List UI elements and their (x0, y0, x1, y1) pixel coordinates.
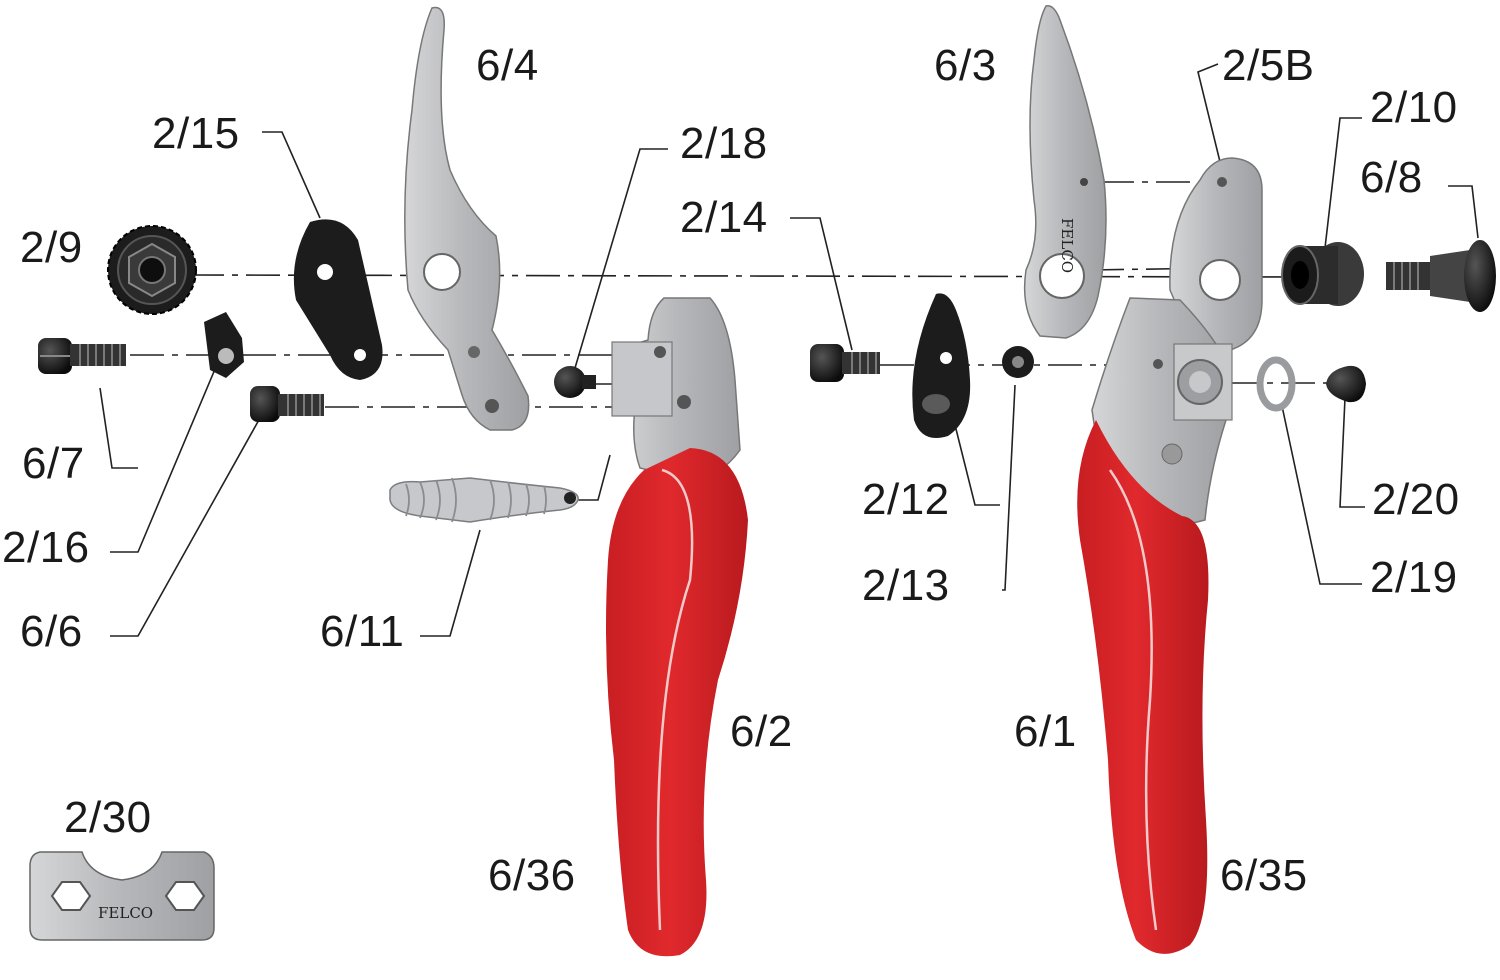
part-2-16-lock-lever (204, 312, 244, 378)
part-6-7-bolt (38, 338, 126, 374)
label-part-2-15: 2/15 (152, 109, 240, 158)
part-2-15-plate (293, 219, 383, 380)
label-part-2-19: 2/19 (1370, 553, 1458, 602)
part-2-10-bushing (1281, 242, 1364, 306)
label-part-6-1: 6/1 (1014, 707, 1077, 756)
label-part-2-9: 2/9 (20, 223, 83, 272)
label-part-6-4: 6/4 (476, 41, 539, 90)
part-6-6-bolt (250, 386, 324, 422)
label-part-6-11: 6/11 (320, 607, 405, 656)
label-part-6-7: 6/7 (22, 439, 85, 488)
part-6-4-blade (404, 6, 530, 431)
label-part-6-35: 6/35 (1220, 851, 1308, 900)
part-2-20-cap (1326, 365, 1366, 403)
part-2-19-ring (1256, 356, 1296, 412)
label-part-2-12: 2/12 (862, 475, 950, 524)
part-6-11-spring (389, 477, 579, 523)
part-6-1-upper-handle (1077, 157, 1263, 954)
wrench-brand-stamp: FELCO (98, 904, 153, 922)
part-2-30-wrench: FELCO (29, 851, 215, 941)
label-part-2-18: 2/18 (680, 119, 768, 168)
label-part-2-16: 2/16 (2, 523, 90, 572)
part-6-2-lower-handle (606, 297, 748, 957)
label-part-2-30: 2/30 (64, 793, 152, 842)
part-2-18-buffer (554, 366, 596, 398)
part-2-13-washer (1002, 346, 1034, 378)
label-part-2-5b: 2/5B (1222, 41, 1315, 90)
part-2-14-bolt (810, 344, 880, 382)
label-part-6-2: 6/2 (730, 707, 793, 756)
part-2-9-adjusting-nut (107, 225, 197, 315)
leader-lines (99, 63, 1479, 637)
part-6-8-pivot-bolt (1386, 240, 1496, 312)
label-part-6-3: 6/3 (934, 41, 997, 90)
label-part-2-20: 2/20 (1372, 475, 1460, 524)
label-part-6-8: 6/8 (1360, 153, 1423, 202)
part-2-12-lock-plate (912, 293, 971, 438)
label-part-2-13: 2/13 (862, 561, 950, 610)
part-6-3-blade: FELCO (1023, 5, 1107, 339)
label-part-6-36: 6/36 (488, 851, 576, 900)
label-part-6-6: 6/6 (20, 607, 83, 656)
label-part-2-14: 2/14 (680, 193, 768, 242)
blade-brand-stamp: FELCO (1058, 218, 1076, 273)
label-part-2-10: 2/10 (1370, 83, 1458, 132)
